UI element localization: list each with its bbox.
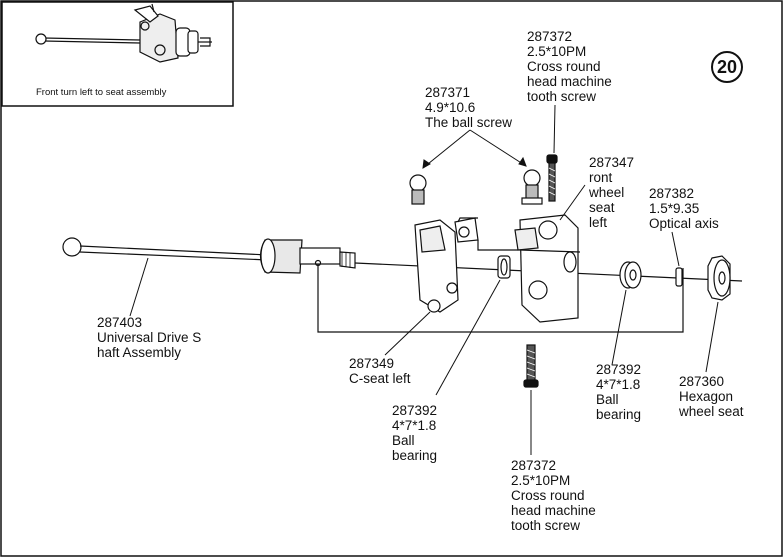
label-287349: 287349 C-seat left <box>349 356 411 386</box>
label-287392-right: 287392 4*7*1.8 Ball bearing <box>596 362 642 422</box>
universal-drive-shaft <box>62 237 356 274</box>
machine-screw-bottom <box>523 344 539 388</box>
label-287372-bottom: 287372 2.5*10PM Cross round head machine… <box>511 458 596 533</box>
label-287372-top: 287372 2.5*10PM Cross round head machine… <box>527 29 612 104</box>
hexagon-wheel-seat <box>707 255 731 301</box>
alignment-bracket <box>317 262 684 333</box>
inset-box <box>1 1 234 107</box>
label-287347: 287347 ront wheel seat left <box>589 155 635 230</box>
ball-screw-left <box>409 174 427 205</box>
machine-screw-top <box>546 154 558 202</box>
c-seat-left <box>414 217 520 313</box>
label-287371: 287371 4.9*10.6 The ball screw <box>425 85 513 130</box>
leader-lines <box>129 104 719 455</box>
inset-assembly-drawing <box>35 3 212 63</box>
ball-bearing-mid <box>497 255 511 279</box>
step-number-badge: 20 <box>711 51 743 83</box>
ball-screw-right <box>521 169 543 205</box>
optical-axis-pin <box>675 267 683 287</box>
ball-bearing-right <box>619 261 642 289</box>
label-287403: 287403 Universal Drive S haft Assembly <box>97 315 202 360</box>
label-287392-mid: 287392 4*7*1.8 Ball bearing <box>392 403 438 463</box>
label-287382: 287382 1.5*9.35 Optical axis <box>649 186 719 231</box>
label-287360: 287360 Hexagon wheel seat <box>679 374 744 419</box>
inset-caption: Front turn left to seat assembly <box>36 87 167 98</box>
front-wheel-seat-left <box>514 214 581 323</box>
